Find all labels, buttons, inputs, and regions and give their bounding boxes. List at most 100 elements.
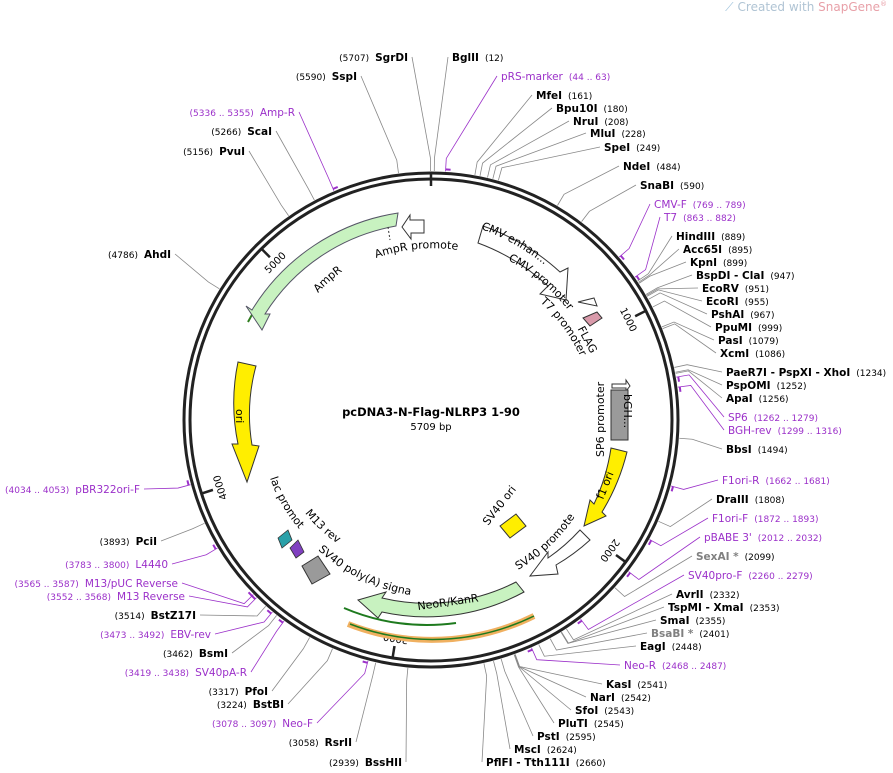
enzyme-label[interactable]: EcoRI(955)	[706, 296, 769, 308]
enzyme-label[interactable]: MluI(228)	[590, 128, 646, 140]
enzyme-label[interactable]: BsaBI *(2401)	[651, 628, 729, 640]
enzyme-label[interactable]: (3317)PfoI	[209, 686, 268, 698]
primer-label[interactable]: (3565 .. 3587)M13/pUC Reverse	[15, 578, 178, 590]
enzyme-label[interactable]: PflFI - Tth111I(2660)	[486, 757, 606, 769]
enzyme-label[interactable]: (4786)AhdI	[108, 249, 171, 261]
feature-label-ori: ori	[233, 409, 246, 423]
site-leader-line	[638, 261, 687, 284]
primer-label[interactable]: (5336 .. 5355)Amp-R	[190, 107, 295, 119]
site-position: (895)	[728, 246, 752, 256]
enzyme-label[interactable]: BbsI(1494)	[726, 444, 788, 456]
primer-label[interactable]: Neo-R(2468 .. 2487)	[624, 660, 726, 672]
site-position: (1079)	[749, 337, 779, 347]
site-position: (590)	[680, 182, 704, 192]
primer-label[interactable]: (3473 .. 3492)EBV-rev	[100, 629, 211, 641]
site-name: PfoI	[245, 686, 268, 698]
site-leader-line	[360, 75, 399, 174]
site-leader-line	[171, 547, 218, 565]
enzyme-label[interactable]: PaeR7I - PspXI - XhoI(1234)	[726, 367, 886, 379]
primer-label[interactable]: (3078 .. 3097)Neo-F	[212, 718, 313, 730]
primer-label[interactable]: F1ori-R(1662 .. 1681)	[722, 475, 830, 487]
enzyme-label[interactable]: NruI(208)	[573, 116, 629, 128]
enzyme-label[interactable]: Bpu10I(180)	[556, 103, 628, 115]
site-position: (208)	[604, 118, 628, 128]
site-position: (1299 .. 1316)	[778, 427, 842, 437]
site-name: SgrDI	[375, 52, 408, 64]
enzyme-label[interactable]: (5156)PvuI	[183, 146, 245, 158]
enzyme-label[interactable]: ApaI(1256)	[726, 393, 789, 405]
site-position: (999)	[758, 324, 782, 334]
enzyme-label[interactable]: PshAI(967)	[711, 309, 774, 321]
enzyme-label[interactable]: MscI(2624)	[514, 744, 577, 756]
enzyme-label[interactable]: XcmI(1086)	[720, 348, 785, 360]
enzyme-label[interactable]: KpnI(899)	[690, 257, 747, 269]
primer-label[interactable]: (3552 .. 3568)M13 Reverse	[47, 591, 185, 603]
enzyme-label[interactable]: HindIII(889)	[676, 231, 745, 243]
enzyme-label[interactable]: BspDI - ClaI(947)	[696, 270, 795, 282]
enzyme-label[interactable]: PstI(2595)	[537, 731, 596, 743]
enzyme-label[interactable]: DraIII(1808)	[716, 494, 785, 506]
primer-label[interactable]: SP6(1262 .. 1279)	[728, 412, 818, 424]
site-name: PshAI	[711, 309, 744, 321]
tick-mark	[391, 645, 396, 659]
site-leader-line	[675, 370, 723, 399]
enzyme-label[interactable]: (3462)BsmI	[163, 648, 228, 660]
primer-site-mark	[635, 275, 641, 281]
enzyme-label[interactable]: SfoI(2543)	[575, 705, 634, 717]
primer-label[interactable]: F1ori-F(1872 .. 1893)	[712, 513, 819, 525]
brand-mark: ®	[880, 0, 887, 8]
site-name: TspMI - XmaI	[668, 602, 744, 614]
enzyme-label[interactable]: (3224)BstBI	[217, 699, 284, 711]
enzyme-label[interactable]: TspMI - XmaI(2353)	[668, 602, 780, 614]
enzyme-label[interactable]: SmaI(2355)	[660, 615, 725, 627]
tick-mark	[634, 309, 647, 318]
enzyme-label[interactable]: PpuMI(999)	[715, 322, 782, 334]
enzyme-label[interactable]: (2939)BssHII	[329, 757, 402, 769]
site-name: PvuI	[219, 146, 245, 158]
enzyme-label[interactable]: (3514)BstZ17I	[115, 610, 196, 622]
site-name: PaeR7I - PspXI - XhoI	[726, 367, 850, 379]
primer-label[interactable]: (4034 .. 4053)pBR322ori-F	[5, 484, 140, 496]
enzyme-label[interactable]: AvrII(2332)	[676, 589, 740, 601]
enzyme-label[interactable]: KasI(2541)	[606, 679, 667, 691]
site-leader-line	[513, 654, 555, 724]
enzyme-label[interactable]: NdeI(484)	[623, 161, 681, 173]
enzyme-label[interactable]: SpeI(249)	[604, 142, 660, 154]
primer-label[interactable]: SV40pro-F(2260 .. 2279)	[688, 570, 813, 582]
primer-label[interactable]: pRS-marker(44 .. 63)	[501, 71, 610, 83]
enzyme-label[interactable]: SexAI *(2099)	[696, 551, 775, 563]
enzyme-label[interactable]: (3058)RsrII	[289, 737, 352, 749]
site-name: SexAI *	[696, 551, 739, 563]
primer-label[interactable]: (3419 .. 3438)SV40pA-R	[125, 667, 247, 679]
primer-label[interactable]: T7(863 .. 882)	[663, 212, 736, 224]
site-position: (3419 .. 3438)	[125, 669, 189, 679]
site-name: F1ori-R	[722, 475, 759, 487]
site-position: (2542)	[621, 694, 651, 704]
primer-label[interactable]: BGH-rev(1299 .. 1316)	[728, 425, 842, 437]
site-leader-line	[481, 663, 488, 763]
enzyme-label[interactable]: Acc65I(895)	[683, 244, 752, 256]
site-name: SfoI	[575, 705, 598, 717]
site-position: (1494)	[758, 446, 788, 456]
ori-feature	[231, 361, 260, 484]
enzyme-label[interactable]: PspOMI(1252)	[726, 380, 807, 392]
enzyme-label[interactable]: SnaBI(590)	[640, 180, 704, 192]
enzyme-label[interactable]: (5266)ScaI	[211, 126, 272, 138]
neor-annotation-arc	[343, 607, 457, 626]
enzyme-label[interactable]: EcoRV(951)	[702, 283, 769, 295]
primer-label[interactable]: (3783 .. 3800)L4440	[65, 559, 168, 571]
site-leader-line	[658, 498, 713, 528]
enzyme-label[interactable]: MfeI(161)	[536, 90, 592, 102]
primer-label[interactable]: CMV-F(769 .. 789)	[654, 199, 746, 211]
primer-label[interactable]: pBABE 3'(2012 .. 2032)	[704, 532, 822, 544]
enzyme-label[interactable]: EagI(2448)	[640, 641, 702, 653]
enzyme-label[interactable]: BglII(12)	[452, 52, 503, 64]
enzyme-label[interactable]: (5707)SgrDI	[339, 52, 408, 64]
enzyme-label[interactable]: (3893)PciI	[100, 536, 157, 548]
site-leader-line	[298, 111, 335, 191]
enzyme-label[interactable]: PluTI(2545)	[558, 718, 624, 730]
enzyme-label[interactable]: PasI(1079)	[718, 335, 779, 347]
enzyme-label[interactable]: (5590)SspI	[296, 71, 357, 83]
primer-site-mark	[332, 186, 339, 190]
enzyme-label[interactable]: NarI(2542)	[590, 692, 651, 704]
